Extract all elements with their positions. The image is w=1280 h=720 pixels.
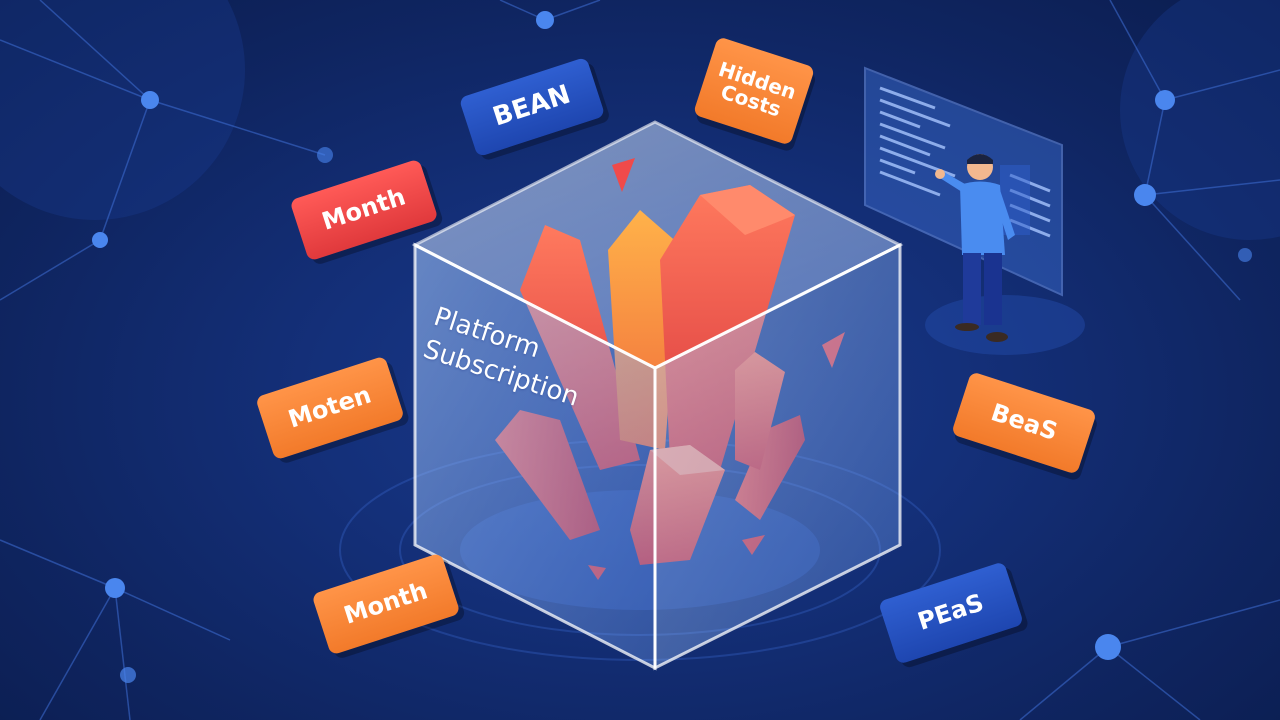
person-figure xyxy=(935,154,1015,342)
